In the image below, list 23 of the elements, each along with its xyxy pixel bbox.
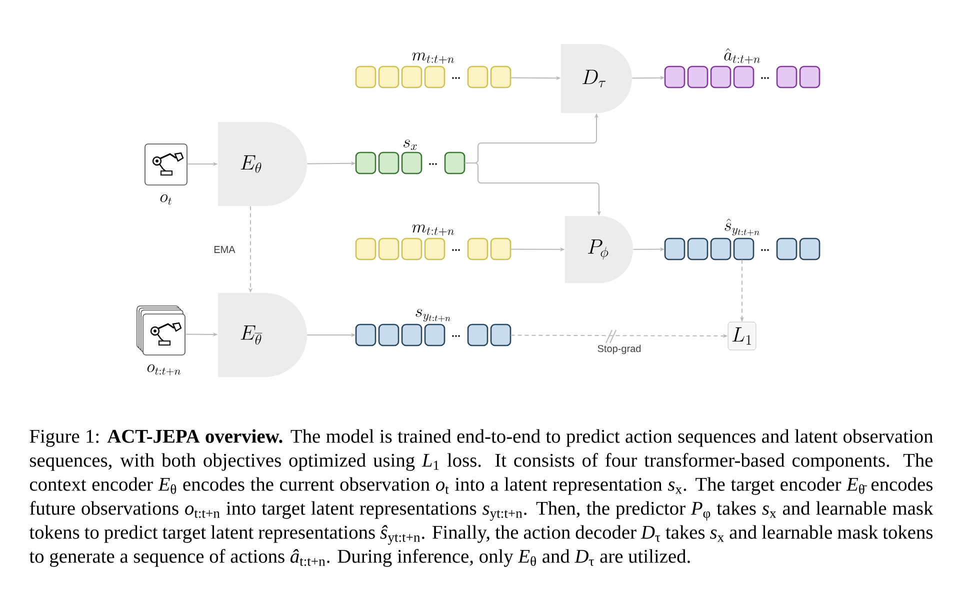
encoder-block: $P_\phi$ [565,216,633,283]
node-label: $s_{y_{t:t+n}}$ [416,308,450,322]
node-label: $\hat{a}_{t:t+n}$ [724,48,760,64]
token-sequence: $\hat{a}_{t:t+n}$ [664,48,820,88]
encoder-block: $D_\tau$ [561,44,632,113]
node-label: $m_{t:t+n}$ [412,224,454,236]
edge-label: EMA [214,246,236,253]
robot-observation: $o_t$ [144,144,188,205]
node-label: $m_{t:t+n}$ [412,52,454,64]
token-sequence: $s_{y_{t:t+n}}$ [355,308,512,346]
loss-box: $L_1$ [728,322,756,350]
token-sequence: $m_{t:t+n}$ [355,52,512,88]
node-label: $s_x$ [404,140,417,150]
node-label: $\hat{s}_{y_{t:t+n}}$ [724,218,760,236]
edge-label: Stop-grad [598,344,641,354]
token-sequence: $m_{t:t+n}$ [355,224,512,260]
encoder-block: $E_\theta$ [218,122,307,206]
robot-observation: $o_{t:t+n}$ [136,306,186,376]
node-label: $o_{t:t+n}$ [147,364,181,376]
node-label: $o_t$ [160,194,172,205]
token-sequence: $s_x$ [355,140,466,174]
encoder-block: $E_{\overline{\theta}}$ [218,293,307,377]
token-sequence: $\hat{s}_{y_{t:t+n}}$ [664,218,820,260]
